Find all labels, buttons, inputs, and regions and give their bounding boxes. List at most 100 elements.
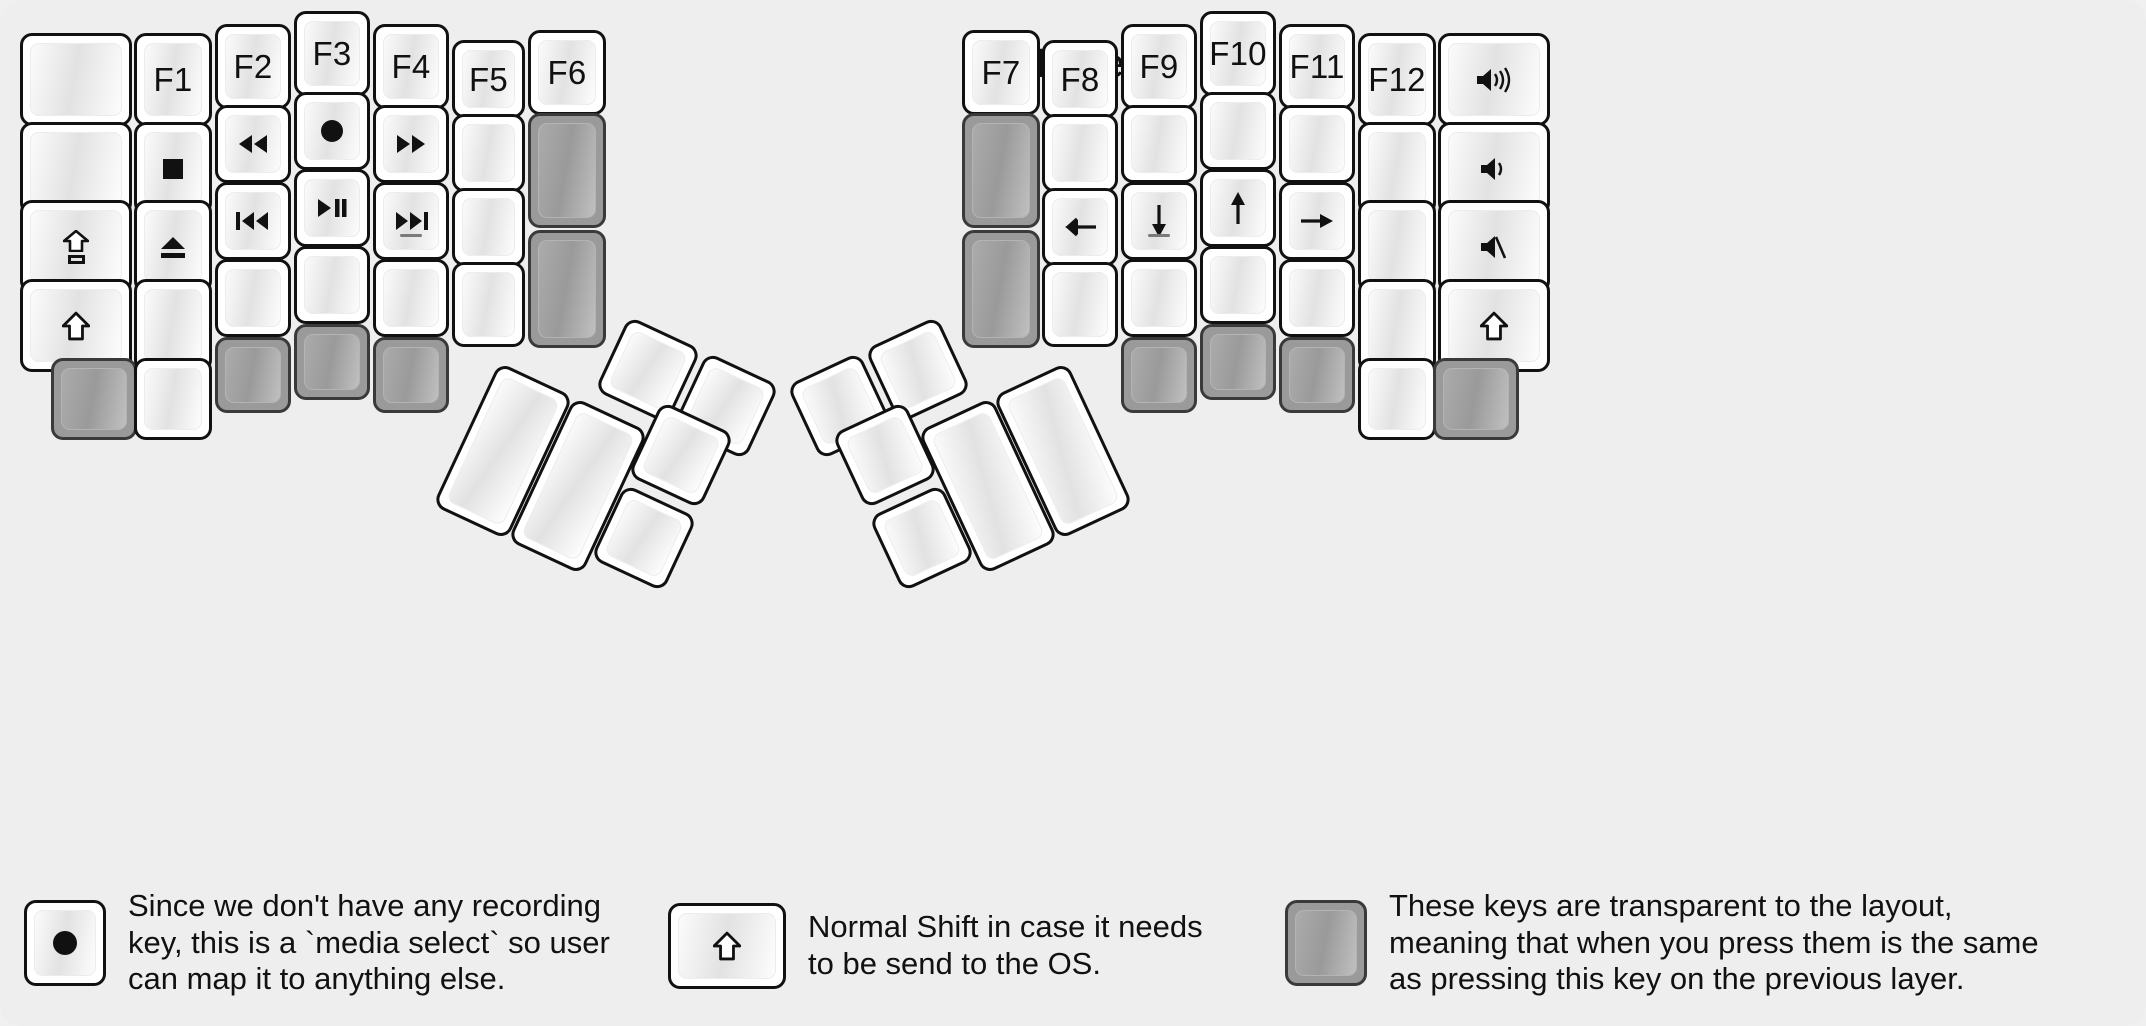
- key-left-c5-r5[interactable]: [373, 337, 449, 413]
- keycap-face: [1289, 192, 1345, 250]
- key-right-c4-r1-f10[interactable]: F10: [1200, 11, 1276, 96]
- key-left-c6-r2[interactable]: [452, 114, 525, 192]
- keycap-face: F2: [225, 34, 281, 99]
- key-left-c2-r3-eject[interactable]: [134, 200, 212, 293]
- key-left-c3-r2-rewind[interactable]: [215, 105, 291, 183]
- key-right-c4-r5[interactable]: [1200, 324, 1276, 400]
- key-left-c3-r4[interactable]: [215, 259, 291, 337]
- keycap-face: [678, 913, 776, 979]
- homerow-bump-icon: [1148, 234, 1170, 237]
- arrow-right-icon: [1300, 210, 1334, 232]
- volume-down-icon: [1479, 156, 1509, 182]
- key-left-c3-r5[interactable]: [215, 337, 291, 413]
- key-right-c6-r5[interactable]: [1358, 358, 1436, 440]
- key-right-c4-r4[interactable]: [1200, 246, 1276, 324]
- key-right-c4-r3-up[interactable]: [1200, 169, 1276, 247]
- key-label: F5: [469, 60, 508, 98]
- media-record-icon: [52, 930, 78, 956]
- key-right-c2-r1-f8[interactable]: F8: [1042, 40, 1118, 118]
- key-right-c5-r2[interactable]: [1279, 105, 1355, 183]
- key-right-c1-r1-f7[interactable]: F7: [962, 30, 1040, 115]
- key-left-c7-r1-f6[interactable]: F6: [528, 30, 606, 115]
- key-right-c2-r3-left[interactable]: [1042, 188, 1118, 266]
- keycap-face: [61, 368, 127, 430]
- key-left-c1-r5[interactable]: [51, 358, 137, 440]
- keycap-face: [1289, 347, 1345, 403]
- key-left-c3-r3-prev-track[interactable]: [215, 182, 291, 260]
- key-right-c6-r2[interactable]: [1358, 122, 1436, 215]
- key-right-c7-r1-volume-up[interactable]: [1438, 33, 1550, 126]
- key-right-c3-r2[interactable]: [1121, 105, 1197, 183]
- key-left-c5-r3-next-track[interactable]: [373, 182, 449, 260]
- keycap-face: [972, 240, 1030, 338]
- keycap-face: [304, 102, 360, 160]
- key-left-c2-r5[interactable]: [134, 358, 212, 440]
- key-left-c5-r2-fast-forward[interactable]: [373, 105, 449, 183]
- key-label: F6: [547, 54, 587, 91]
- media-fast-forward-icon: [394, 134, 428, 154]
- key-left-c4-r3-play-pause[interactable]: [294, 169, 370, 247]
- keycap-face: [1368, 289, 1426, 362]
- legend-key-transparent[interactable]: [1285, 899, 1367, 986]
- key-left-c1-r2[interactable]: [20, 122, 132, 215]
- key-label: F11: [1289, 48, 1345, 85]
- legend-key-shift[interactable]: [668, 903, 786, 989]
- key-left-c2-r2-stop[interactable]: [134, 122, 212, 215]
- keycap-face: F4: [383, 34, 439, 99]
- key-right-c5-r3-right[interactable]: [1279, 182, 1355, 260]
- key-left-c4-r2-record[interactable]: [294, 92, 370, 170]
- key-right-c1-r2[interactable]: [962, 113, 1040, 228]
- key-left-c7-r2[interactable]: [528, 113, 606, 228]
- key-right-c2-r4[interactable]: [1042, 262, 1118, 347]
- key-left-c1-r4-shift[interactable]: [20, 279, 132, 372]
- key-left-c1-r3-capslock[interactable]: [20, 200, 132, 293]
- key-right-c5-r1-f11[interactable]: F11: [1279, 24, 1355, 109]
- keycap-face: [1131, 269, 1187, 327]
- keycap-face: [144, 289, 202, 362]
- key-right-c3-r4[interactable]: [1121, 259, 1197, 337]
- key-right-c6-r4[interactable]: [1358, 279, 1436, 372]
- keycap-face: [1289, 269, 1345, 327]
- keycap-face: [30, 289, 122, 362]
- keycap-face: F11: [1289, 34, 1345, 99]
- key-right-c3-r1-f9[interactable]: F9: [1121, 24, 1197, 109]
- key-left-c6-r1-f5[interactable]: F5: [452, 40, 525, 118]
- key-left-c6-r4[interactable]: [452, 262, 525, 347]
- key-right-c6-r1-f12[interactable]: F12: [1358, 33, 1436, 126]
- key-left-c2-r1-f1[interactable]: F1: [134, 33, 212, 126]
- key-left-c6-r3[interactable]: [452, 188, 525, 266]
- keycap-face: [603, 497, 685, 579]
- key-right-c7-r4-shift[interactable]: [1438, 279, 1550, 372]
- keycap-face: [30, 132, 122, 205]
- key-right-c4-r2[interactable]: [1200, 92, 1276, 170]
- key-left-c4-r1-f3[interactable]: F3: [294, 11, 370, 96]
- media-prev-track-icon: [235, 211, 271, 231]
- key-right-c3-r5[interactable]: [1121, 337, 1197, 413]
- media-stop-icon: [162, 158, 184, 180]
- keycap-face: [304, 179, 360, 237]
- keycap-face: [877, 329, 959, 411]
- shift-icon: [713, 931, 741, 961]
- legend-key-record[interactable]: [24, 899, 106, 986]
- arrow-left-icon: [1063, 216, 1097, 238]
- key-left-c1-r1[interactable]: [20, 33, 132, 126]
- key-label: F3: [312, 35, 352, 72]
- keycap-face: [640, 414, 722, 496]
- key-right-c6-r3[interactable]: [1358, 200, 1436, 293]
- key-left-c4-r5[interactable]: [294, 324, 370, 400]
- keycap-face: [1210, 179, 1266, 237]
- key-right-c3-r3-down[interactable]: [1121, 182, 1197, 260]
- key-right-c5-r5[interactable]: [1279, 337, 1355, 413]
- keycap-face: [1131, 192, 1187, 250]
- key-right-c2-r2[interactable]: [1042, 114, 1118, 192]
- key-right-c5-r4[interactable]: [1279, 259, 1355, 337]
- key-right-c1-r3[interactable]: [962, 230, 1040, 348]
- keycap-face: [30, 210, 122, 283]
- key-left-c3-r1-f2[interactable]: F2: [215, 24, 291, 109]
- key-left-c4-r4[interactable]: [294, 246, 370, 324]
- key-right-c7-r3-mute[interactable]: [1438, 200, 1550, 293]
- key-right-c7-r5[interactable]: [1433, 358, 1519, 440]
- key-left-c7-r3[interactable]: [528, 230, 606, 348]
- key-left-c5-r1-f4[interactable]: F4: [373, 24, 449, 109]
- key-left-c5-r4[interactable]: [373, 259, 449, 337]
